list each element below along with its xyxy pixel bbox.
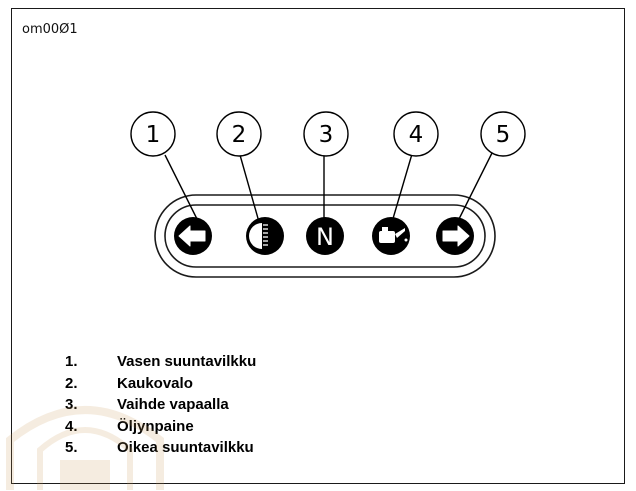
legend-item: 2. Kaukovalo [65,373,256,395]
legend-number: 4. [65,417,78,435]
legend-label: Kaukovalo [117,374,193,392]
panel-outline-outer [154,194,496,278]
callout-4: 4 [393,111,439,157]
callout-5: 5 [480,111,526,157]
legend-number: 5. [65,439,78,456]
neutral-icon: N [306,217,344,255]
callout-4-number: 4 [409,122,424,148]
arrow-left-icon [174,217,212,255]
legend-label: Öljynpaine [117,417,194,435]
callout-5-number: 5 [496,122,511,148]
legend-number: 3. [65,396,78,413]
legend-list: 1. Vasen suuntavilkku 2. Kaukovalo 3. Vaihd… [65,351,256,459]
callout-3-number: 3 [319,122,334,148]
watermark-logo [6,406,164,490]
oil-can-icon [372,217,410,255]
legend-item: 1. Vasen suuntavilkku [65,351,256,373]
high-beam-icon [246,217,284,255]
legend-label: Vasen suuntavilkku [117,353,257,370]
legend-item: 4. Öljynpaine [65,416,256,438]
legend-item: 3. Vaihde vapaalla [65,394,256,416]
leader-line-4 [391,153,413,223]
leader-line-5 [457,152,493,222]
callout-1-number: 1 [146,122,161,148]
figure-code: om00Ø1 [22,22,78,37]
legend-number: 1. [65,353,78,370]
callout-2: 2 [216,111,262,157]
panel-outline-inner [164,204,486,268]
legend-number: 2. [65,374,78,392]
callout-3: 3 [303,111,349,157]
arrow-right-icon [436,217,474,255]
callout-1: 1 [130,111,176,157]
leader-line-1 [164,154,201,226]
legend-label: Vaihde vapaalla [117,396,229,413]
legend-item: 5. Oikea suuntavilkku [65,437,256,459]
callout-2-number: 2 [232,122,247,148]
neutral-glyph: N [316,223,334,251]
leader-line-2 [239,154,260,223]
legend-label: Oikea suuntavilkku [117,439,254,456]
